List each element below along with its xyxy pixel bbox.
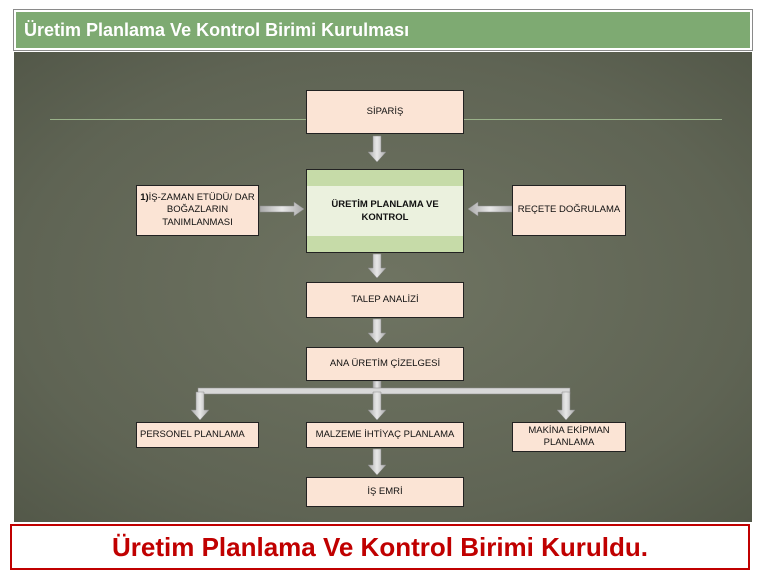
box-siparis-label: SİPARİŞ — [366, 105, 404, 117]
box-ana-label: ANA ÜRETİM ÇİZELGESİ — [329, 357, 441, 369]
box-is-emri-label: İŞ EMRİ — [367, 485, 403, 497]
box-recete-label: REÇETE DOĞRULAMA — [517, 204, 621, 216]
box-talep-label: TALEP ANALİZİ — [351, 293, 419, 305]
arrow-to-malzeme — [367, 391, 387, 421]
arrow-to-personel — [190, 391, 210, 421]
arrow-right-to-center — [467, 201, 513, 217]
arrow-talep-to-ana — [367, 318, 387, 344]
arrow-center-to-talep — [367, 253, 387, 279]
slide-title: Üretim Planlama Ve Kontrol Birimi Kurulm… — [24, 20, 410, 40]
arrow-malzeme-to-isemri — [367, 448, 387, 476]
arrow-to-makina — [556, 391, 576, 421]
slide-title-bar: Üretim Planlama Ve Kontrol Birimi Kurulm… — [14, 10, 752, 50]
box-uretim-planlama-kontrol: ÜRETİM PLANLAMA VE KONTROL — [306, 169, 464, 253]
footer-text: Üretim Planlama Ve Kontrol Birimi Kuruld… — [112, 531, 648, 562]
box-malzeme-label: MALZEME İHTİYAÇ PLANLAMA — [315, 428, 455, 440]
arrow-left-to-center — [259, 201, 305, 217]
box-siparis: SİPARİŞ — [306, 90, 464, 134]
box-makina-label: MAKİNA EKİPMAN PLANLAMA — [528, 424, 610, 448]
box-makina-ekipman-planlama: MAKİNA EKİPMAN PLANLAMA — [512, 422, 626, 452]
box-is-zaman-etudu-label: 1)İŞ-ZAMAN ETÜDÜ/ DAR BOĞAZLARIN TANIMLA… — [140, 191, 255, 228]
box-recete-dogrulama: REÇETE DOĞRULAMA — [512, 185, 626, 236]
arrow-siparis-to-center — [367, 135, 387, 163]
box-center-label: ÜRETİM PLANLAMA VE KONTROL — [331, 198, 439, 223]
box-is-emri: İŞ EMRİ — [306, 477, 464, 507]
box-ana-uretim-cizelgesi: ANA ÜRETİM ÇİZELGESİ — [306, 347, 464, 381]
connector-horizontal-bar — [197, 387, 571, 395]
box-is-zaman-etudu: 1)İŞ-ZAMAN ETÜDÜ/ DAR BOĞAZLARIN TANIMLA… — [136, 185, 259, 236]
footer-banner: Üretim Planlama Ve Kontrol Birimi Kuruld… — [10, 524, 750, 570]
box-talep-analizi: TALEP ANALİZİ — [306, 282, 464, 318]
box-personel-planlama: PERSONEL PLANLAMA — [136, 422, 259, 448]
box-personel-label: PERSONEL PLANLAMA — [140, 428, 245, 440]
box-malzeme-ihtiyac-planlama: MALZEME İHTİYAÇ PLANLAMA — [306, 422, 464, 448]
